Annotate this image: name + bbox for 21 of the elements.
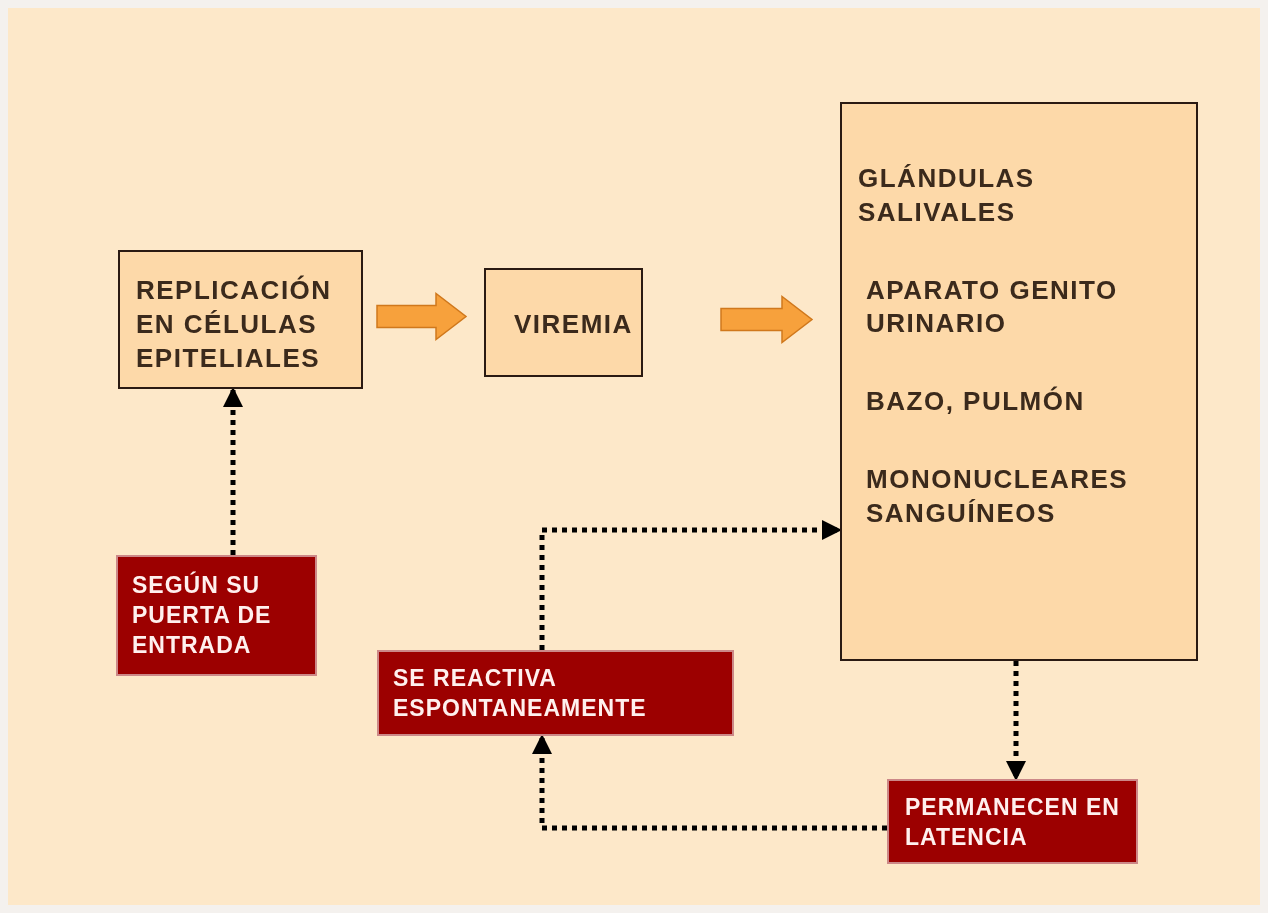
process-box [484, 268, 643, 377]
dotted-arrow [1006, 661, 1026, 781]
dotted-arrow [223, 387, 243, 555]
process-box [118, 250, 363, 389]
note-text: PERMANECEN EN LATENCIA [905, 793, 1121, 852]
note-box [887, 779, 1138, 864]
note-text: SEGÚN SU PUERTA DE ENTRADA [132, 571, 273, 660]
note-box [116, 555, 317, 676]
block-arrow [720, 294, 814, 345]
organ-list-box [840, 102, 1198, 661]
dotted-arrow [532, 734, 887, 831]
box-label: MONONUCLEARES SANGUÍNEOS [865, 463, 1130, 530]
box-label: REPLICACIÓN EN CÉLULAS EPITELIALES [136, 274, 333, 375]
box-label: VIREMIA [514, 308, 634, 341]
block-arrow [376, 291, 468, 342]
note-box [377, 650, 734, 736]
box-label: APARATO GENITO URINARIO [865, 273, 1119, 341]
box-label: GLÁNDULAS SALIVALES [858, 162, 1036, 229]
dotted-arrow [539, 520, 842, 650]
note-text: SE REACTIVA ESPONTANEAMENTE [393, 664, 648, 723]
box-label: BAZO, PULMÓN [865, 385, 1086, 419]
